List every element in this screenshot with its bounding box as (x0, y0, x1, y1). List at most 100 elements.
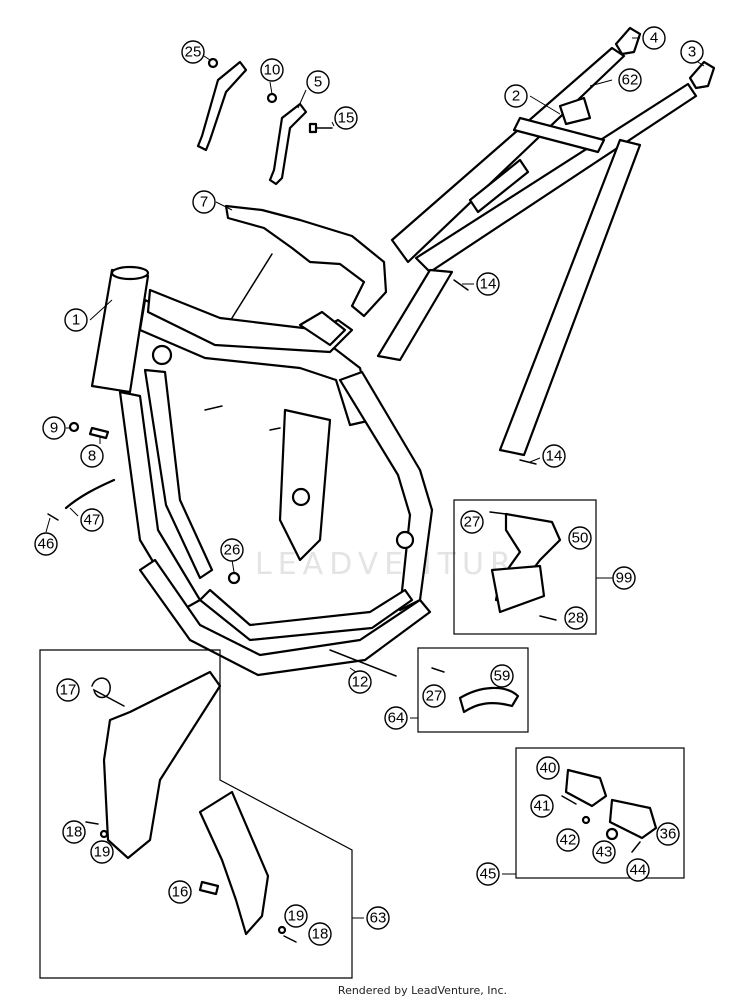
callout-ring (62, 820, 86, 844)
bolt-14-lower-shape (519, 459, 537, 465)
callout-number: 9 (50, 420, 58, 437)
callout-number: 16 (172, 884, 189, 901)
callout-number: 45 (480, 866, 497, 883)
nut-25-shape (207, 57, 219, 69)
callout-ring (260, 58, 284, 82)
callout-28: 28 (564, 606, 588, 630)
subframe-lower-strut-left (376, 268, 454, 362)
callout-45: 45 (476, 862, 500, 886)
callout-ring (181, 40, 205, 64)
callout-ring (460, 510, 484, 534)
callout-7: 7 (192, 190, 216, 214)
callout-25: 25 (181, 40, 205, 64)
callout-ring (168, 880, 192, 904)
bracket-25-shape (196, 60, 248, 152)
callout-number: 14 (480, 276, 497, 293)
callout-number: 14 (546, 448, 563, 465)
callout-18: 18 (62, 820, 86, 844)
screw-18-right (283, 935, 297, 943)
group-45-footpegs (515, 747, 685, 879)
bolt-15 (308, 122, 333, 134)
bolt-27-guard (431, 667, 445, 673)
nut-26 (227, 571, 241, 585)
washer-43 (605, 827, 619, 841)
callout-number: 5 (314, 74, 322, 91)
callout-number: 43 (596, 844, 613, 861)
leader-14b (529, 457, 541, 463)
callout-19: 19 (90, 840, 114, 864)
leader-26 (231, 559, 235, 573)
end-cap-4-shape (614, 26, 642, 56)
callout-ring (90, 840, 114, 864)
callout-8: 8 (80, 444, 104, 468)
pivot-plate (278, 408, 332, 562)
subframe-end-cap-3 (688, 60, 716, 90)
group-63-frame-guards (39, 649, 353, 979)
leader-7 (215, 201, 233, 211)
callout-16: 16 (168, 880, 192, 904)
pivot-hole-upper (395, 530, 415, 550)
callout-number: 10 (264, 62, 281, 79)
callout-ring (626, 858, 650, 882)
callout-number: 63 (370, 910, 387, 927)
lower-cradle (138, 558, 432, 677)
callout-number: 50 (572, 530, 589, 547)
main-frame (90, 265, 434, 677)
leader-62 (589, 79, 613, 87)
spacer-8-shape (88, 426, 110, 440)
callout-ring (536, 756, 560, 780)
callout-number: 40 (540, 760, 557, 777)
callout-17: 17 (56, 678, 80, 702)
callout-ring (80, 508, 104, 532)
callout-ring (384, 706, 408, 730)
swing-arm-bolt-12 (329, 649, 397, 677)
callout-5: 5 (306, 70, 330, 94)
callout-ring (34, 532, 58, 556)
callout-number: 7 (200, 194, 208, 211)
callout-ring (220, 538, 244, 562)
bolt-28-stand (539, 615, 557, 621)
callout-ring (306, 70, 330, 94)
steering-head-top (110, 265, 150, 281)
callout-number: 8 (88, 448, 96, 465)
callout-1: 1 (64, 308, 88, 332)
subframe-end-cap-4 (614, 26, 642, 56)
bracket-5-shape (268, 102, 308, 186)
box-45 (515, 747, 685, 879)
callout-ring (568, 526, 592, 550)
bracket-25 (196, 60, 248, 152)
lower-cradle-inner (198, 588, 414, 642)
subframe-cross-member (512, 116, 606, 154)
leader-46 (45, 517, 51, 533)
callout-ring (476, 272, 500, 296)
callout-14: 14 (476, 272, 500, 296)
callout-number: 99 (616, 570, 633, 587)
nut-9 (68, 421, 80, 433)
callout-number: 27 (426, 688, 443, 705)
callout-50: 50 (568, 526, 592, 550)
callout-number: 59 (494, 668, 511, 685)
callout-26: 26 (220, 538, 244, 562)
callout-number: 62 (622, 72, 639, 89)
upper-frame-bracket-7 (224, 204, 388, 319)
side-stand-bracket (490, 564, 546, 614)
callout-ring (308, 922, 332, 946)
subframe-lower-strut-right (498, 138, 642, 457)
callout-number: 26 (224, 542, 241, 559)
callout-63: 63 (366, 906, 390, 930)
callout-2: 2 (504, 84, 528, 108)
callout-number: 27 (464, 514, 481, 531)
callout-ring (284, 904, 308, 928)
end-cap-3-shape (688, 60, 716, 90)
screw-18-left (85, 821, 99, 825)
box-99 (453, 499, 597, 635)
callout-46: 46 (34, 532, 58, 556)
callout-59: 59 (490, 664, 514, 688)
callout-ring (42, 416, 66, 440)
callout-64: 64 (384, 706, 408, 730)
callout-number: 2 (512, 88, 520, 105)
callout-number: 28 (568, 610, 585, 627)
callout-18: 18 (308, 922, 332, 946)
callout-number: 64 (388, 710, 405, 727)
